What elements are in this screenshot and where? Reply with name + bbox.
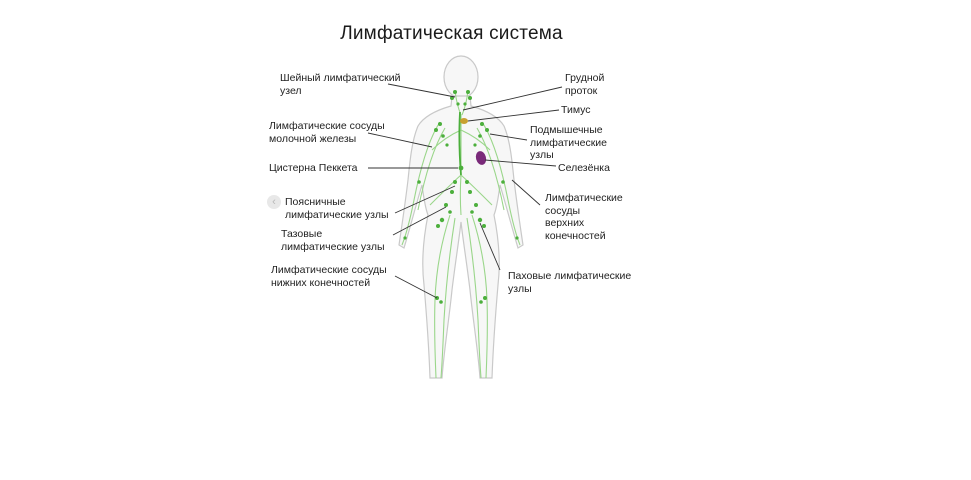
vessel-leg-left bbox=[434, 214, 451, 379]
label-lower-limb-vessels: Лимфатические сосуды нижних конечностей bbox=[271, 264, 387, 289]
leader-lower-limb bbox=[394, 275, 438, 299]
node-pelvic bbox=[470, 210, 474, 214]
node-lumbar bbox=[468, 190, 472, 194]
vessel-arm-left-2 bbox=[417, 127, 446, 211]
vessel-leg-right bbox=[471, 214, 488, 379]
node-axillary bbox=[438, 122, 442, 126]
spleen-organ bbox=[475, 151, 487, 165]
node-knee bbox=[439, 300, 443, 304]
label-thymus: Тимус bbox=[561, 104, 591, 116]
label-axillary-nodes: Подмышечные лимфатические узлы bbox=[530, 124, 607, 161]
node-pelvic bbox=[444, 203, 448, 207]
label-spleen: Селезёнка bbox=[558, 162, 610, 174]
label-cervical-node: Шейный лимфатический узел bbox=[280, 72, 401, 97]
node-axillary bbox=[441, 134, 445, 138]
node-inguinal bbox=[439, 217, 445, 223]
node-lumbar bbox=[450, 190, 454, 194]
node-cervical bbox=[468, 96, 472, 100]
leader-axillary bbox=[489, 133, 528, 141]
node-inguinal bbox=[436, 224, 440, 228]
vessel-arm-right bbox=[481, 121, 521, 246]
body-outline bbox=[398, 95, 524, 379]
label-cisterna-chyli: Цистерна Пеккета bbox=[269, 162, 358, 174]
node-elbow bbox=[501, 180, 505, 184]
node-inguinal bbox=[482, 224, 486, 228]
node-inguinal bbox=[477, 217, 483, 223]
vessel-abdomen-right bbox=[460, 174, 493, 206]
node-lumbar bbox=[453, 180, 457, 184]
label-upper-limb-vessels: Лимфатические сосуды верхних конечностей bbox=[545, 192, 623, 242]
leader-lines bbox=[367, 83, 563, 299]
node-wrist bbox=[403, 236, 407, 240]
head-outline bbox=[443, 55, 479, 99]
panel-edge-marker: ‹ bbox=[267, 195, 281, 209]
node-axillary bbox=[485, 128, 489, 132]
leader-pelvic bbox=[392, 206, 447, 236]
vessel-chest-left bbox=[431, 129, 462, 151]
label-mammary-vessels: Лимфатические сосуды молочной железы bbox=[269, 120, 385, 145]
leader-cervical bbox=[387, 83, 456, 98]
vessel-arm-left bbox=[401, 121, 441, 246]
label-pelvic-nodes: Тазовые лимфатические узлы bbox=[281, 228, 385, 253]
label-inguinal-nodes: Паховые лимфатические узлы bbox=[508, 270, 632, 295]
leader-lumbar bbox=[394, 185, 456, 214]
node-pelvic bbox=[474, 203, 478, 207]
vessel-leg-left-2 bbox=[440, 217, 456, 379]
node-cervical bbox=[466, 90, 470, 94]
node-chest bbox=[473, 143, 477, 147]
node-knee bbox=[483, 296, 487, 300]
node-wrist bbox=[515, 236, 519, 240]
leader-thoracic bbox=[462, 86, 563, 111]
lymph-nodes bbox=[403, 90, 519, 304]
leader-mammary bbox=[367, 132, 433, 148]
node-chest bbox=[445, 143, 449, 147]
node-axillary bbox=[434, 128, 438, 132]
node-cervical bbox=[456, 102, 460, 106]
node-axillary bbox=[480, 122, 484, 126]
leader-thymus bbox=[467, 109, 560, 122]
node-elbow bbox=[417, 180, 421, 184]
body-silhouette bbox=[398, 55, 524, 379]
node-axillary bbox=[478, 134, 482, 138]
node-cervical bbox=[453, 90, 457, 94]
label-thoracic-duct: Грудной проток bbox=[565, 72, 605, 97]
diagram-title: Лимфатическая система bbox=[340, 23, 563, 44]
vessel-leg-right-2 bbox=[466, 217, 482, 379]
leader-inguinal bbox=[479, 222, 501, 271]
leader-spleen bbox=[484, 159, 557, 167]
leader-upper-limb bbox=[511, 179, 541, 206]
lymph-vessels bbox=[401, 89, 521, 379]
node-cervical bbox=[463, 102, 467, 106]
label-lumbar-nodes: Поясничные лимфатические узлы bbox=[285, 196, 389, 221]
thymus-organ bbox=[460, 118, 468, 124]
node-knee bbox=[479, 300, 483, 304]
vessel-chest-right bbox=[460, 129, 491, 151]
node-cisterna bbox=[458, 165, 464, 171]
node-pelvic bbox=[448, 210, 452, 214]
node-lumbar bbox=[465, 180, 469, 184]
